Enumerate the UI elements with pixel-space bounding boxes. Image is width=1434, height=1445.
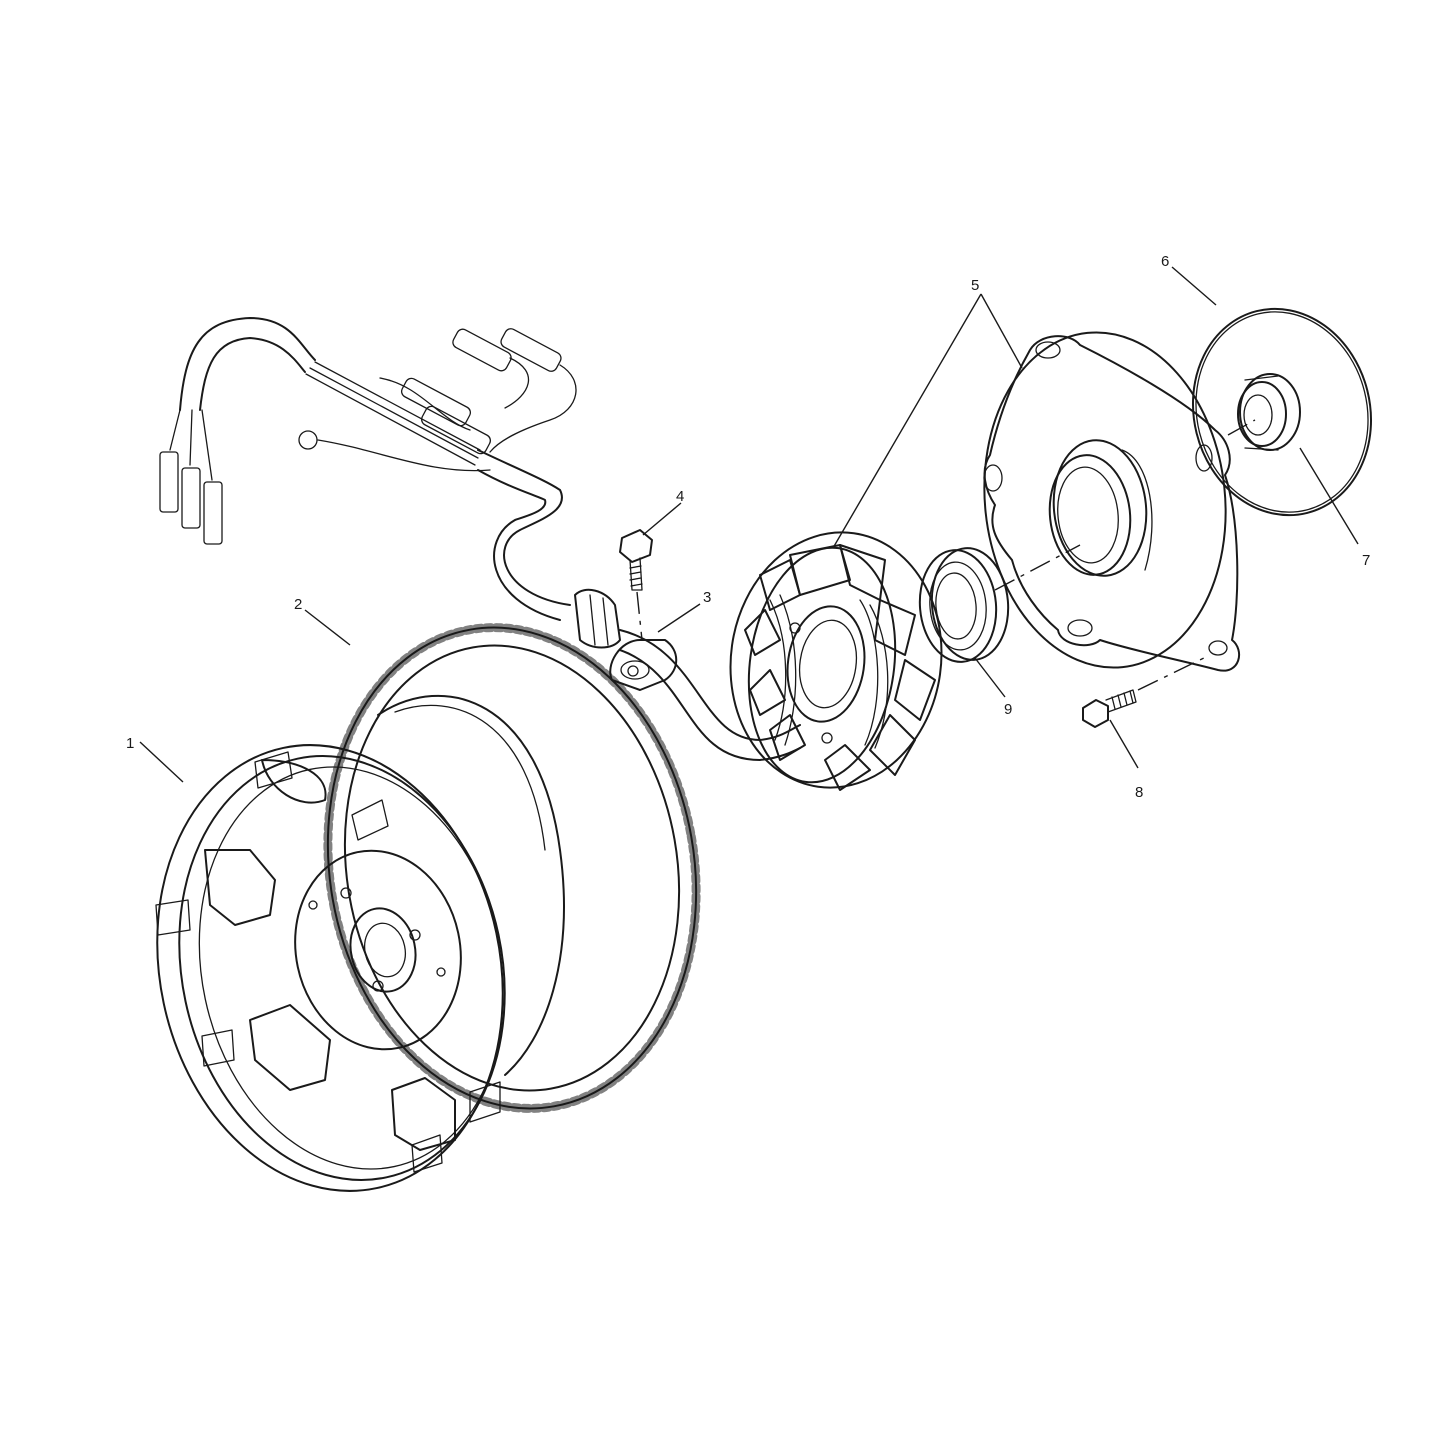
callout-3: 3 xyxy=(703,589,711,606)
stator xyxy=(729,531,943,791)
bearing xyxy=(1237,373,1301,451)
callout-5: 5 xyxy=(971,277,979,294)
oil-seal xyxy=(918,547,1010,663)
callout-1: 1 xyxy=(126,735,134,752)
ring-gear xyxy=(323,623,701,1113)
plate-screw xyxy=(1082,689,1137,728)
stator-plate xyxy=(983,331,1241,672)
flywheel xyxy=(155,694,565,1192)
wire-harness xyxy=(159,317,801,761)
callout-6: 6 xyxy=(1161,253,1169,270)
cover-gasket xyxy=(1191,307,1373,517)
clamp-screw xyxy=(619,529,653,641)
callout-4: 4 xyxy=(676,488,684,505)
callout-2: 2 xyxy=(294,596,302,613)
callout-9: 9 xyxy=(1004,701,1012,718)
leader-lines xyxy=(139,266,1359,783)
callout-8: 8 xyxy=(1135,784,1143,801)
callout-7: 7 xyxy=(1362,552,1370,569)
harness-clamp xyxy=(609,639,678,691)
